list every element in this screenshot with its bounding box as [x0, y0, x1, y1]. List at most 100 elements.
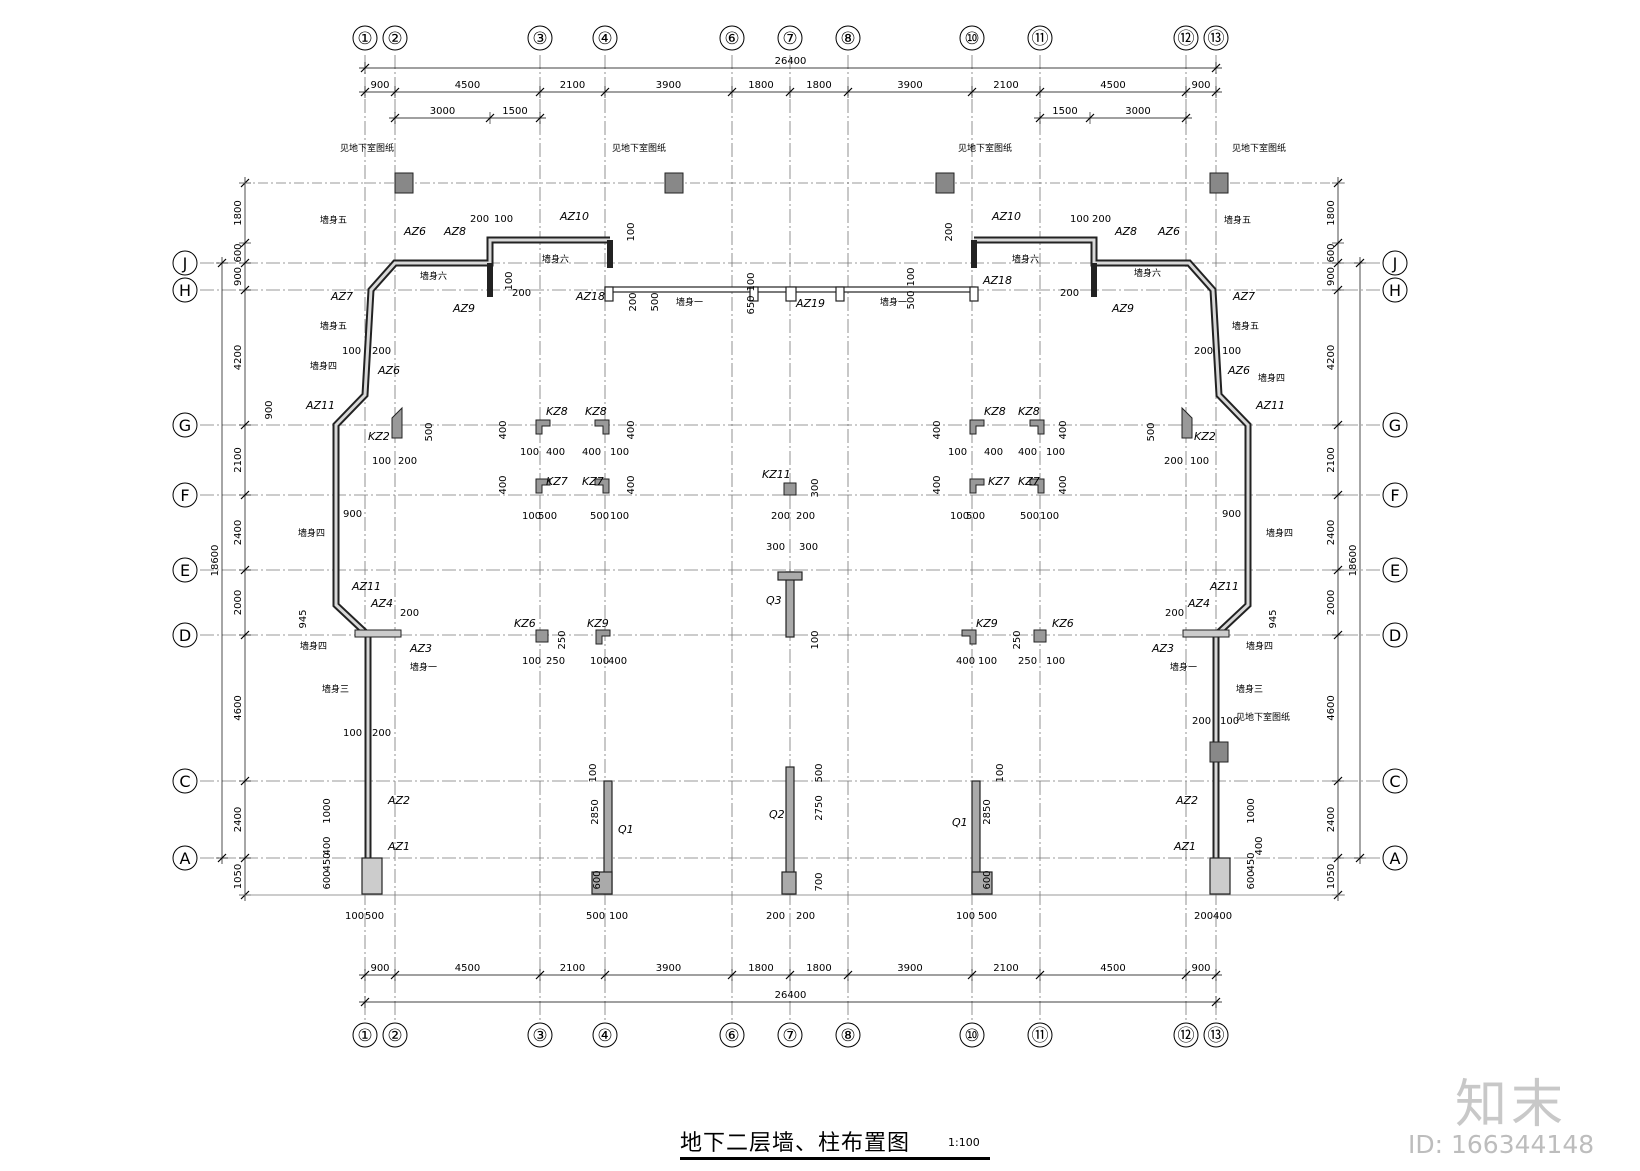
basement-note: 见地下室图纸: [958, 142, 1012, 154]
small-dim-text: 900: [264, 400, 275, 419]
small-dim-text: 300: [810, 478, 821, 497]
small-dim-text: 1000: [322, 798, 333, 823]
axis-bubble-label: J: [182, 254, 188, 273]
axis-bubble-label: ⑩: [964, 29, 979, 49]
wall-label: 墙身六: [1012, 253, 1039, 265]
small-dim-text: 400: [498, 420, 509, 439]
small-dim-text: 200: [796, 911, 815, 922]
small-dim-text: 200: [1164, 456, 1183, 467]
axis-bubble-label: ⑫: [1178, 1026, 1195, 1046]
small-dim-text: 200: [470, 214, 489, 225]
small-dim-text: 1000: [1246, 798, 1257, 823]
small-dim-text: 500: [814, 763, 825, 782]
dim-text: 1800: [1326, 200, 1337, 225]
kz-label: KZ7: [1018, 475, 1040, 488]
az-label: AZ11: [351, 580, 381, 593]
dim-text: 3000: [430, 106, 455, 117]
outer-wall-left: [332, 236, 610, 893]
dim-text: 1050: [1326, 864, 1337, 889]
dim-text: 2100: [993, 80, 1018, 91]
wall-label: 墙身五: [1232, 320, 1259, 332]
small-dim-text: 100: [588, 763, 599, 782]
small-dim-text: 400: [608, 656, 627, 667]
wall-label: 墙身六: [420, 270, 447, 282]
wall-label: 墙身四: [1266, 527, 1293, 539]
kz-label: KZ9: [587, 617, 609, 630]
small-dim-text: 100: [342, 346, 361, 357]
q-label: Q1: [952, 816, 968, 829]
axis-bubble-circle: [172, 845, 198, 871]
az-label: AZ6: [377, 364, 400, 377]
az-label: AZ11: [1209, 580, 1239, 593]
small-dim-text: 500: [1020, 511, 1039, 522]
small-dim-text: 200: [372, 728, 391, 739]
axis-bubble-label: ④: [597, 1026, 612, 1046]
dim-text: 2100: [560, 963, 585, 974]
axis-bubble-label: A: [180, 849, 191, 868]
small-dim-text: 500: [586, 911, 605, 922]
kz-label: KZ9: [976, 617, 998, 630]
small-dim-text: 400: [1018, 447, 1037, 458]
dim-text: 2100: [560, 80, 585, 91]
dim-text: 1800: [806, 80, 831, 91]
axis-bubble-circle: [1173, 1022, 1199, 1048]
shear-wall: [591, 871, 613, 895]
axis-bubble-circle: [1382, 277, 1408, 303]
axis-bubble-circle: [1027, 25, 1053, 51]
frame-column-l: [969, 419, 985, 435]
small-dim-text: 100: [522, 656, 541, 667]
small-dim-text: 900: [343, 509, 362, 520]
wall-label: 墙身五: [320, 214, 347, 226]
small-dim-text: 500: [590, 511, 609, 522]
axis-bubble-circle: [527, 25, 553, 51]
az-label: AZ11: [305, 399, 335, 412]
axis-bubble-label: ⑧: [840, 29, 855, 49]
axis-bubble-circle: [527, 1022, 553, 1048]
inner-wall-pier: [604, 286, 614, 302]
kz-label: KZ6: [1052, 617, 1074, 630]
wall-label: 墙身四: [300, 640, 327, 652]
az-label: AZ7: [1232, 290, 1255, 303]
axis-bubble-label: ⑬: [1208, 29, 1225, 49]
wall-label: 墙身四: [1246, 640, 1273, 652]
dim-text: 4500: [1100, 963, 1125, 974]
small-dim-text: 100: [950, 511, 969, 522]
dim-text: 26400: [775, 990, 807, 1001]
small-dim-text: 600: [322, 870, 333, 889]
frame-column-l: [535, 419, 551, 435]
outer-wall-right: [974, 236, 1252, 893]
dim-text: 18600: [210, 545, 221, 577]
dim-text: 4500: [455, 80, 480, 91]
small-dim-text: 100: [746, 272, 757, 291]
shear-wall: [777, 571, 803, 581]
axis-bubble-circle: [1382, 412, 1408, 438]
small-dim-text: 200: [1194, 911, 1213, 922]
small-dim-text: 200: [372, 346, 391, 357]
shear-wall: [781, 871, 797, 895]
small-dim-text: 100: [522, 511, 541, 522]
axis-bubble-label: ⑥: [724, 29, 739, 49]
az-label: AZ3: [1151, 642, 1174, 655]
corner-block: [361, 857, 383, 895]
axis-bubble-circle: [172, 412, 198, 438]
small-dim-text: 100: [1222, 346, 1241, 357]
basement-note: 见地下室图纸: [1232, 142, 1286, 154]
outer-wall-right-hatch: [974, 238, 1250, 893]
corner-block: [1209, 857, 1231, 895]
small-dim-text: 600: [592, 870, 603, 889]
small-dim-text: 100: [1190, 456, 1209, 467]
az-label: AZ6: [1227, 364, 1250, 377]
az-label: AZ9: [1111, 302, 1134, 315]
axis-bubble-label: ⑦: [782, 29, 797, 49]
axis-bubble-circle: [592, 1022, 618, 1048]
small-dim-text: 100: [1220, 716, 1239, 727]
axis-bubble-circle: [1382, 482, 1408, 508]
axis-bubble-label: ③: [532, 29, 547, 49]
kz-label: KZ8: [1018, 405, 1040, 418]
small-dim-text: 400: [498, 475, 509, 494]
axis-bubble-circle: [1382, 557, 1408, 583]
kz2-column-left: [391, 406, 403, 439]
small-dim-text: 100: [343, 728, 362, 739]
basement-ref-block: [1209, 172, 1229, 194]
axis-bubble-label: G: [179, 416, 191, 435]
